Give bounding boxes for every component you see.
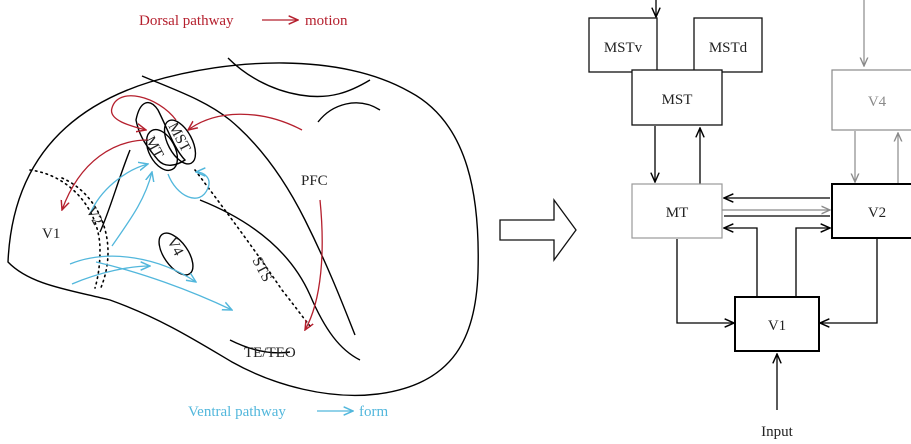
v2-border-line	[99, 149, 131, 233]
blue-arrow-v4-to-it	[95, 261, 232, 310]
brain-frontal-fold	[317, 102, 381, 123]
ventral-legend-label: Ventral pathway	[188, 404, 286, 420]
node-v2-label: V2	[868, 205, 886, 221]
arrow-v2-to-v1	[820, 239, 878, 323]
node-mstd-label: MSTd	[709, 40, 748, 56]
mst-area-outline	[163, 119, 197, 165]
node-v4-label: V4	[868, 94, 887, 110]
input-label: Input	[761, 424, 793, 440]
model-diagram: MSTv MSTd MST V4 MT V2 V1	[588, 0, 911, 440]
brain-diagram: Dorsal pathway motion	[7, 13, 479, 420]
block-arrow	[499, 198, 577, 262]
node-mstv-label: MSTv	[604, 40, 643, 56]
brain-upper-sulcus	[141, 75, 356, 336]
red-arrow-pfc-to-mst	[188, 113, 303, 130]
brain-label-sts: STS	[248, 254, 274, 284]
arrow-v1-to-v2	[795, 228, 830, 297]
arrow-v1-to-mt	[724, 228, 758, 297]
brain-label-v2: V2	[82, 204, 105, 228]
blue-arrow-v1-to-mt	[89, 164, 148, 215]
lunate-dotted-outer	[29, 169, 101, 289]
node-mst-label: MST	[662, 92, 693, 108]
blue-arrow-mt-loop	[167, 172, 210, 199]
dorsal-legend-target: motion	[305, 13, 348, 29]
brain-outline	[7, 62, 479, 397]
sts-dotted-line	[194, 169, 313, 329]
mt-area-outline	[145, 128, 179, 172]
node-mstv	[588, 17, 658, 73]
red-arrow-pfc-to-teteo	[305, 199, 323, 330]
brain-top-fold	[227, 57, 371, 98]
brain-label-pfc: PFC	[301, 173, 328, 189]
node-mstd	[693, 17, 763, 73]
blue-arrow-v2-to-mt	[111, 172, 152, 247]
node-mst	[631, 69, 723, 126]
node-mt	[631, 183, 723, 239]
arrow-mt-to-v1	[676, 239, 734, 323]
node-v2	[831, 183, 911, 239]
blue-arrow-v1-to-v2	[71, 266, 150, 285]
node-mt-label: MT	[666, 205, 689, 221]
brain-label-v1: V1	[42, 226, 60, 242]
brain-label-te-teo: TE/TEO	[244, 345, 296, 361]
lunate-dotted-inner	[61, 177, 109, 291]
brain-temporal-fold	[199, 199, 361, 361]
brain-sylvian-fold	[229, 339, 291, 354]
ventral-legend-target: form	[359, 404, 388, 420]
blue-arrow-v1-to-v4	[69, 255, 196, 282]
red-arrow-mt-to-v1	[62, 139, 149, 210]
red-arrow-top-loop	[111, 95, 177, 130]
node-v4	[831, 69, 911, 131]
node-v1	[734, 296, 820, 352]
dorsal-legend-label: Dorsal pathway	[139, 13, 234, 29]
brain-label-mt: MT	[142, 134, 167, 161]
node-v1-label: V1	[768, 318, 786, 334]
brain-mt-region	[135, 101, 187, 166]
brain-label-v4: V4	[163, 235, 186, 259]
